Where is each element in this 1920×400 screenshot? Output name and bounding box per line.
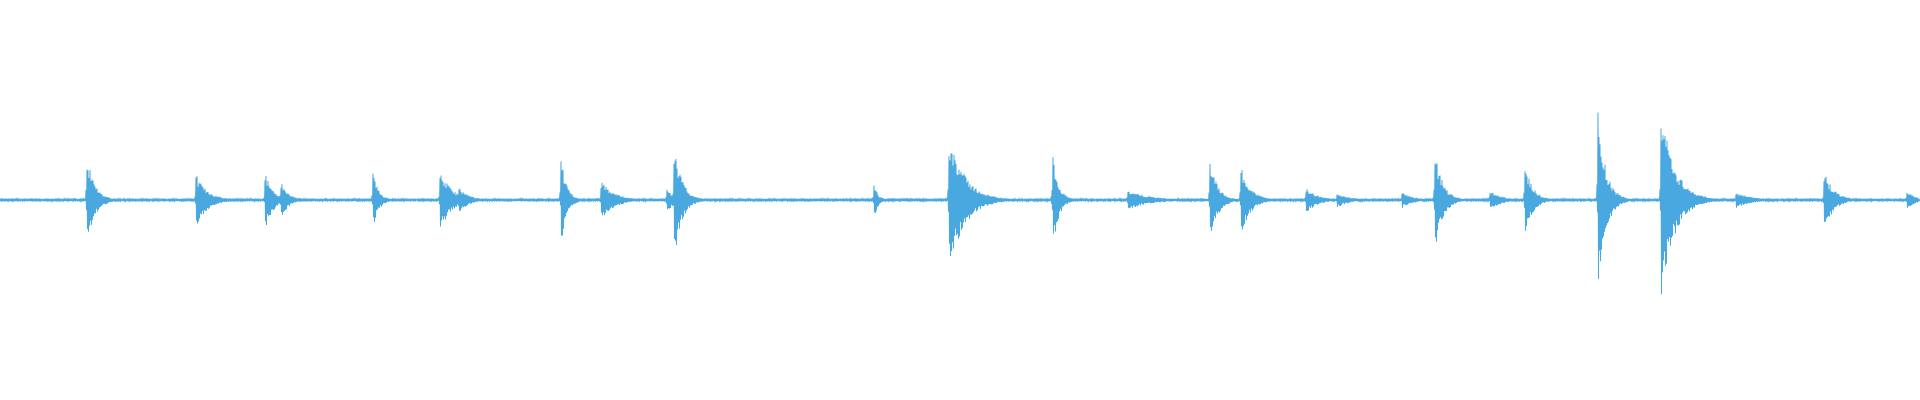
- waveform-trace: [0, 112, 1920, 295]
